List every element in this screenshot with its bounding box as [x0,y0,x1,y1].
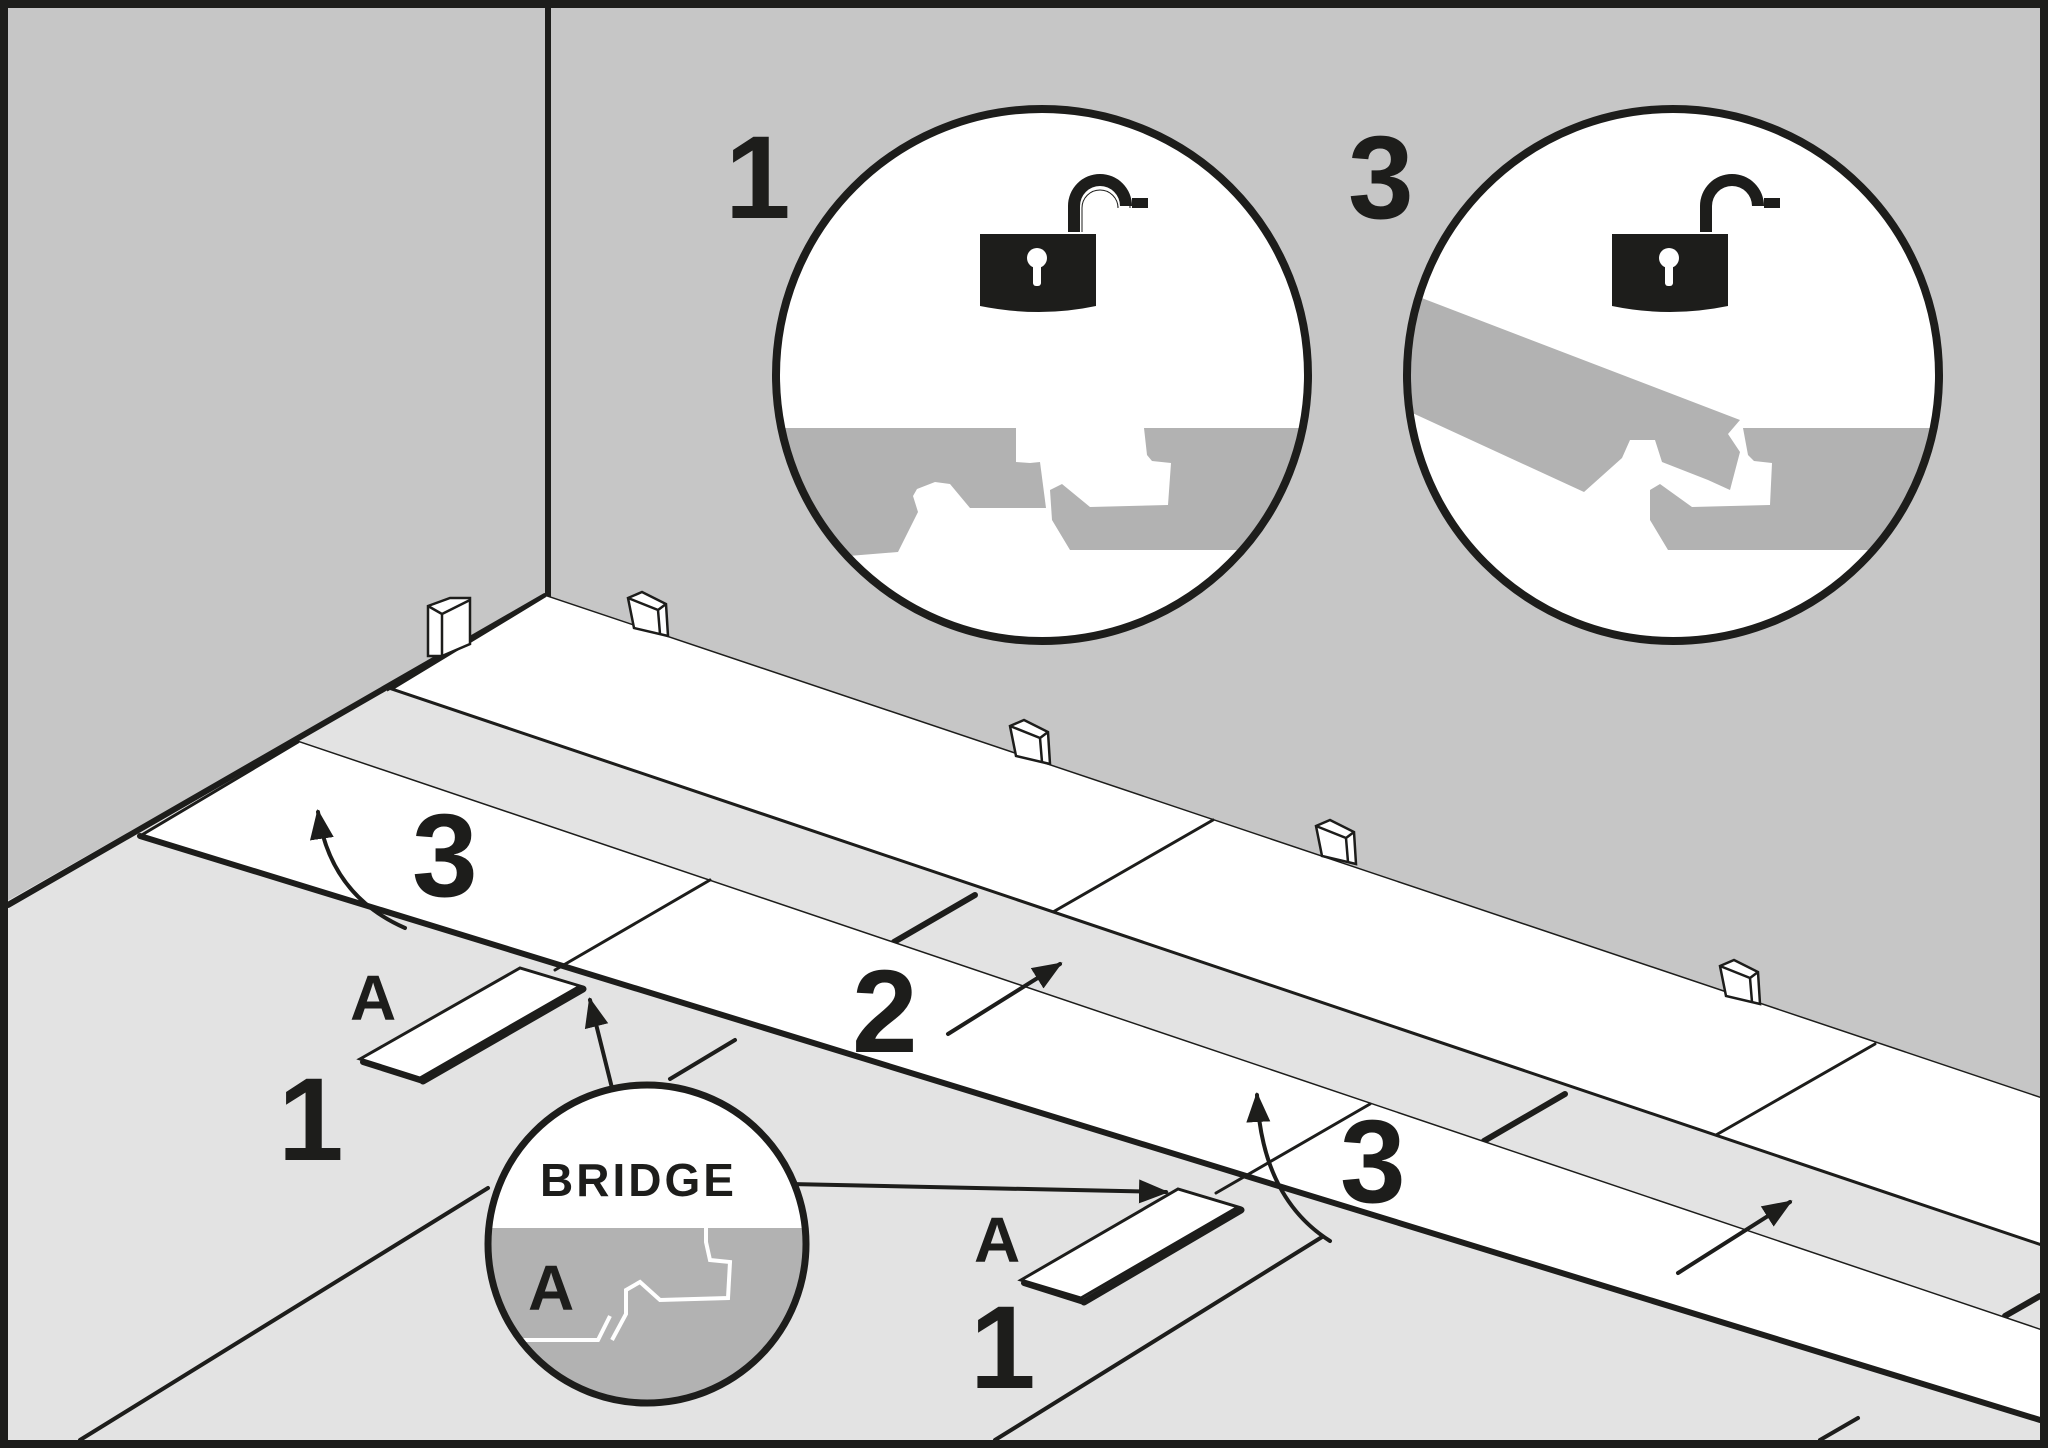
plank-a-label-first-row: A [350,962,396,1034]
spacer-block [1314,818,1358,866]
spacer-block [1008,718,1052,766]
spacer-block [626,590,670,638]
detail-step-3-label: 3 [1348,112,1414,244]
plank-row-2-surface [298,690,2040,1330]
plank-a-second [1017,1187,1245,1306]
plank-joint [553,878,712,972]
step-1-label-first-row: 1 [278,1054,344,1186]
step-3-label-first-row: 3 [412,790,478,922]
padlock-unlocked-icon [980,174,1148,312]
detail-step-1-label: 1 [725,112,791,244]
plank-joint [1051,818,1215,914]
plank-joint [2002,1293,2043,1319]
plank-row-3-surface [140,742,2040,1420]
slide-arrow-first-row [946,962,1063,1036]
rotate-arrow-second-row [1246,1092,1332,1243]
plank-row-1-surface [390,596,2040,1246]
step-3-label-second-row: 3 [1340,1096,1406,1228]
bridge-detail: BRIDGE A [484,1081,810,1407]
plank-joint [1714,1042,1877,1137]
floor-step-labels: 3 A 1 2 3 A 1 [278,790,1406,1414]
padlock-unlocked-icon [1612,174,1780,312]
rotate-arrow-first-row [309,809,407,930]
bridge-pointer-to-plank-a [584,997,614,1090]
wall-spacers [426,590,1762,1006]
plank-profile-tongue [1050,428,1308,550]
plank-profile-tilted [1407,282,1740,492]
plank-joint [1481,1091,1568,1144]
slide-arrow-second-row [1676,1200,1793,1275]
spacer-block [1718,958,1762,1006]
floor-lines-lower [78,1038,1860,1442]
bridge-pointer-to-row-2 [788,1179,1169,1204]
bridge-plank-a-label: A [528,1252,574,1324]
step-arrows [309,809,1793,1275]
plank-profile-tongue [1650,428,1939,550]
step-1-label-second-row: 1 [970,1282,1036,1414]
plank-row-3 [137,740,2043,1423]
plank-a-label-second-row: A [974,1204,1020,1276]
spacer-block [426,596,472,658]
bridge-title: BRIDGE [540,1154,737,1206]
plank-a-first [356,966,587,1085]
detail-step-3: 3 [1348,105,1943,645]
plank-joint [1214,1102,1372,1195]
plank-joint [891,892,978,945]
step-2-label-first-row: 2 [852,946,918,1078]
